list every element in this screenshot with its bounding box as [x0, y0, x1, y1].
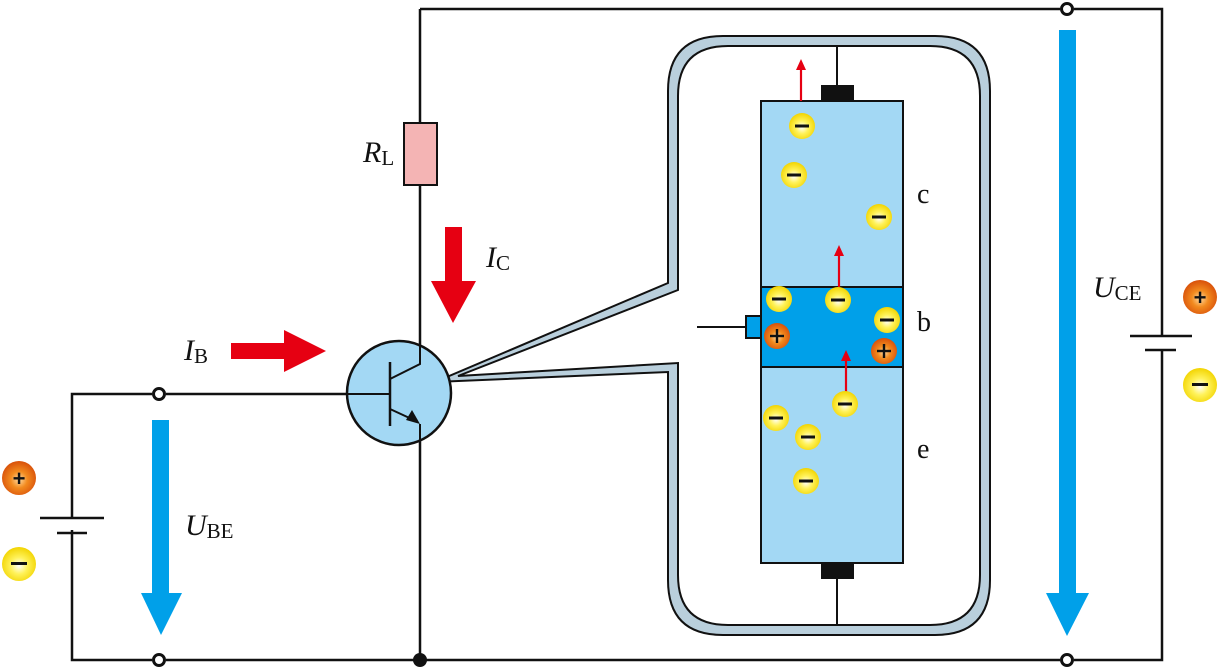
collector-region: [760, 100, 904, 288]
flow-arrow-icon: [841, 350, 851, 361]
emitter-arrow-icon: [406, 410, 420, 424]
base-battery-minus-icon: [2, 547, 36, 581]
collector-terminal: [1060, 2, 1074, 16]
electron-icon: [795, 424, 821, 450]
collector-contact: [821, 85, 854, 101]
electron-icon: [766, 286, 792, 312]
electron-icon: [781, 162, 807, 188]
collector-emitter-voltage-label: UCE: [1093, 271, 1142, 305]
right-wire-bottom: [1074, 350, 1164, 662]
collector-emitter-voltage-arrow: [1046, 30, 1089, 636]
ground-terminal-left: [152, 653, 166, 667]
electron-icon: [874, 307, 900, 333]
electron-icon: [763, 405, 789, 431]
emitter-region-label: e: [917, 434, 929, 465]
left-wire-bottom: [70, 530, 152, 662]
hole-icon: [764, 323, 790, 349]
electron-icon: [793, 468, 819, 494]
electron-icon: [832, 391, 858, 417]
collector-current-label: IC: [485, 241, 510, 275]
base-emitter-voltage-arrow: [141, 420, 182, 635]
collector-region-label: c: [917, 179, 929, 210]
svg-text:+: +: [1194, 285, 1207, 310]
resistor-label: RL: [362, 136, 394, 170]
svg-text:+: +: [13, 466, 26, 491]
flow-arrow-icon: [796, 59, 806, 70]
load-resistor: [403, 122, 438, 186]
collector-battery-minus-icon: [1183, 368, 1217, 402]
collector-current-arrow: [431, 227, 476, 323]
base-current-arrow: [231, 330, 326, 372]
base-terminal: [152, 387, 166, 401]
base-current-label: IB: [183, 334, 208, 368]
collector-battery-plus-icon: +: [1183, 280, 1217, 314]
hole-icon: [871, 338, 897, 364]
electron-icon: [825, 287, 851, 313]
electron-flow-arrows: [796, 59, 851, 392]
carriers: [763, 113, 900, 494]
flow-arrow-icon: [834, 245, 844, 256]
npn-transistor-symbol: [345, 339, 453, 447]
emitter-region: [760, 366, 904, 564]
emitter-contact: [821, 563, 854, 579]
base-emitter-voltage-label: UBE: [185, 509, 234, 543]
collector-battery: [1130, 334, 1192, 352]
electron-icon: [789, 113, 815, 139]
junction-node: [413, 653, 427, 667]
left-wire-top: [70, 392, 152, 518]
electron-icon: [866, 204, 892, 230]
base-region-label: b: [917, 307, 931, 338]
base-contact: [745, 315, 762, 339]
base-battery-plus-icon: +: [2, 461, 36, 495]
right-wire-top: [1074, 7, 1164, 336]
ground-terminal-right: [1060, 653, 1074, 667]
base-battery: [40, 516, 104, 535]
